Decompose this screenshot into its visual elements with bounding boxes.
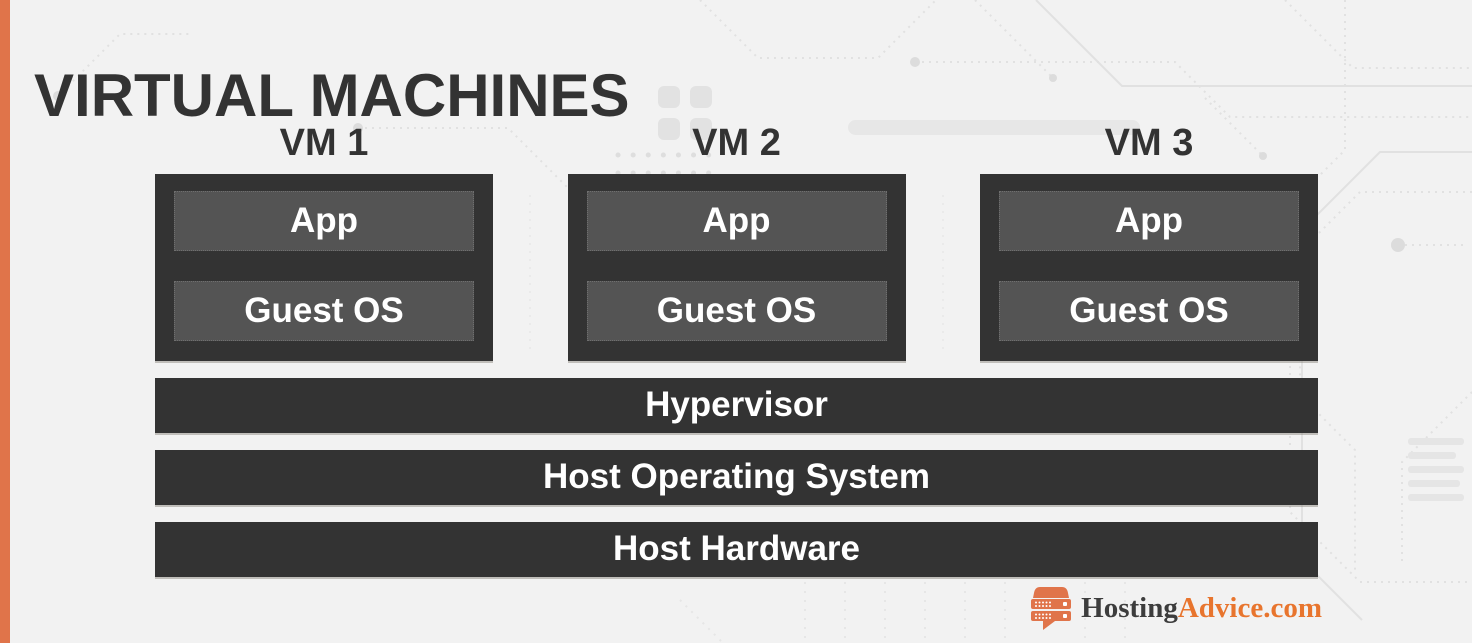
page-title: VIRTUAL MACHINES [34,62,630,130]
vm-row: VM 1 App Guest OS VM 2 App Guest OS VM 3… [155,120,1318,361]
hostingadvice-logo: HostingAdvice.com [1030,586,1322,630]
vm3-column: VM 3 App Guest OS [980,120,1318,361]
logo-text-advice: Advice.com [1177,591,1322,624]
vm-diagram: VM 1 App Guest OS VM 2 App Guest OS VM 3… [155,120,1318,577]
vm1-guest-os-layer: Guest OS [174,280,474,341]
vm1-column: VM 1 App Guest OS [155,120,493,361]
vm3-app-layer: App [999,190,1299,251]
logo-text-hosting: Hosting [1081,591,1178,624]
left-accent-stripe [0,0,10,643]
server-rack-speech-bubble-icon [1031,587,1072,630]
vm3-label: VM 3 [1104,122,1194,164]
vm2-box: App Guest OS [567,173,906,361]
host-os-bar: Host Operating System [155,449,1318,505]
vm3-guest-os-layer: Guest OS [999,280,1299,341]
vm1-box: App Guest OS [155,173,493,361]
vm3-box: App Guest OS [980,173,1318,361]
vm2-label: VM 2 [692,122,781,164]
host-hardware-bar: Host Hardware [155,521,1318,577]
vm2-column: VM 2 App Guest OS [567,120,906,361]
vm2-app-layer: App [586,190,887,251]
logo-wordmark: HostingAdvice.com [1081,591,1322,624]
vm1-app-layer: App [174,190,474,251]
hypervisor-bar: Hypervisor [155,377,1318,433]
vm2-guest-os-layer: Guest OS [586,280,887,341]
vm1-label: VM 1 [279,122,369,164]
